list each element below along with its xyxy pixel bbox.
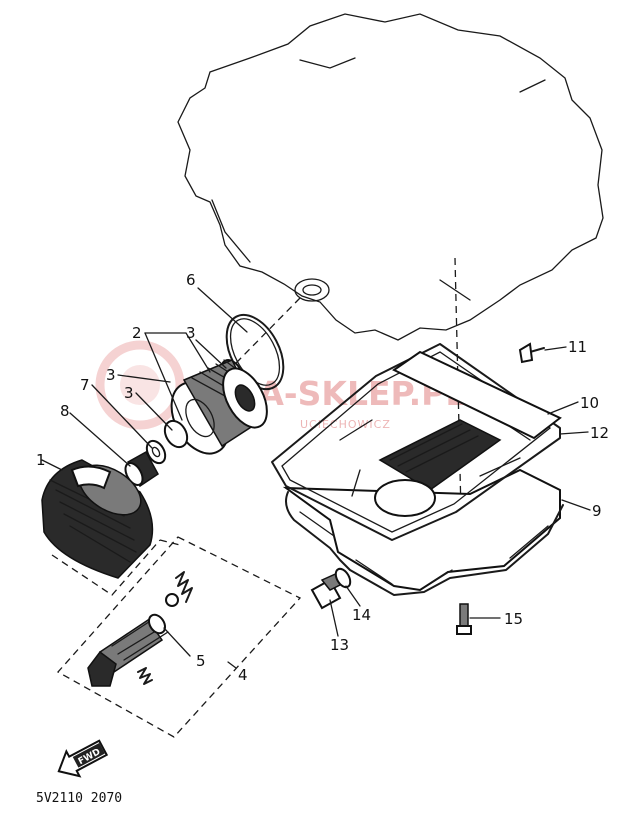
engine-detail <box>211 57 546 301</box>
oil-passage-inner <box>302 284 322 296</box>
relief-valve <box>87 613 169 687</box>
front-arrow: FWD <box>57 739 109 778</box>
oil-strainer <box>339 419 531 517</box>
callout-9: 9 <box>592 502 602 520</box>
callout-3-left: 3 <box>106 366 116 384</box>
drain-gasket <box>334 567 352 589</box>
callout-4: 4 <box>238 666 248 684</box>
callout-3-top: 3 <box>186 324 196 342</box>
oil-filter-cartridge <box>41 459 154 579</box>
assembly-line-filter <box>179 297 301 421</box>
callout-15: 15 <box>504 610 523 628</box>
o-ring-inner <box>229 318 281 386</box>
callout-11: 11 <box>568 338 587 356</box>
cover-screw <box>518 342 545 364</box>
watermark-logo-inner <box>120 365 160 405</box>
callout-14: 14 <box>352 606 371 624</box>
washer-hole <box>151 446 161 458</box>
leader-lines <box>41 287 591 669</box>
callout-6: 6 <box>186 271 196 289</box>
oil-cooler <box>170 359 268 455</box>
watermark-subtitle: UCIECHOWICZ <box>300 418 391 431</box>
callout-13: 13 <box>330 636 349 654</box>
check-ball <box>165 593 179 607</box>
callout-labels: 1 2 3 3 3 4 5 6 7 8 9 10 11 12 13 14 15 <box>36 271 609 684</box>
oil-pan <box>282 468 564 596</box>
callout-7: 7 <box>80 376 90 394</box>
washer <box>145 439 167 465</box>
callout-5: 5 <box>196 652 206 670</box>
relief-spring-upper <box>175 571 193 603</box>
callout-10: 10 <box>580 394 599 412</box>
assembly-line-gasket <box>454 257 463 556</box>
assembly-line-bypass <box>159 539 181 546</box>
callout-3-mid: 3 <box>124 384 134 402</box>
strainer-cover <box>392 350 562 440</box>
drawing-code: 5V2110 2070 <box>36 791 122 806</box>
filter-group-bracket <box>51 539 161 596</box>
callout-2: 2 <box>132 324 142 342</box>
callout-8: 8 <box>60 402 70 420</box>
relief-spring-lower <box>137 667 153 685</box>
callout-1: 1 <box>36 451 46 469</box>
relief-valve-group-box <box>56 536 302 738</box>
o-ring-small-lower <box>163 419 189 449</box>
oil-passage <box>294 278 330 302</box>
pan-bolt <box>456 603 472 635</box>
callout-12: 12 <box>590 424 609 442</box>
engine-outline <box>177 13 604 341</box>
